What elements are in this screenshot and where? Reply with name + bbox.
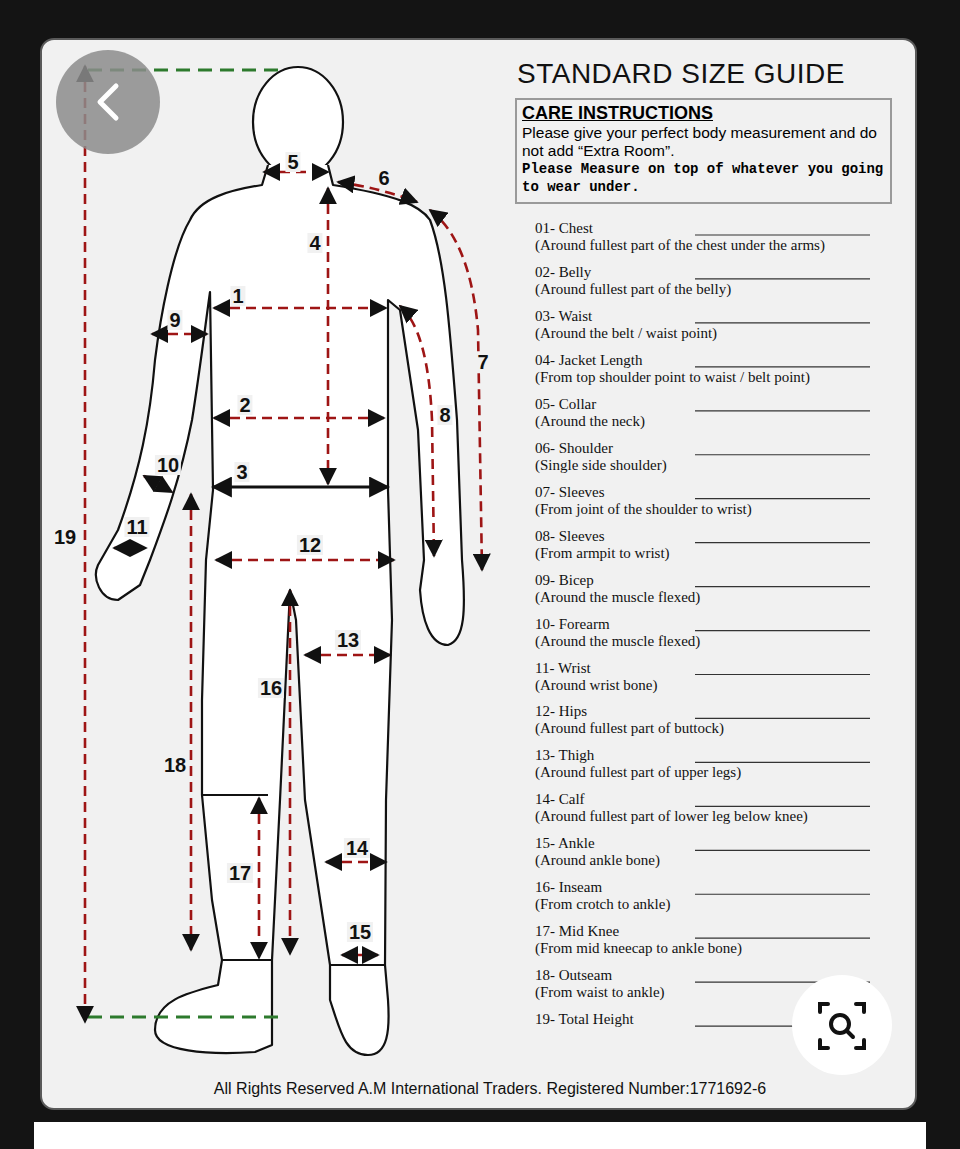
callout-number: 14 xyxy=(344,838,370,858)
measure-name: 17- Mid Knee xyxy=(535,923,619,940)
fill-in-line xyxy=(695,630,870,631)
callout-number: 11 xyxy=(124,517,149,537)
measure-note: (Around fullest part of the belly) xyxy=(535,281,731,298)
fill-in-line xyxy=(695,234,870,235)
measure-note: (Around wrist bone) xyxy=(535,677,657,694)
page-strip xyxy=(34,1122,926,1149)
measure-note: (From armpit to wrist) xyxy=(535,545,670,562)
fill-in-line xyxy=(695,410,870,411)
measure-name: 08- Sleeves xyxy=(535,528,605,545)
measure-note: (From mid kneecap to ankle bone) xyxy=(535,940,742,957)
fill-in-line xyxy=(695,586,870,587)
callout-number: 5 xyxy=(285,152,300,172)
fill-in-line xyxy=(695,894,870,895)
box-text: Please Measure on top of whatever you go… xyxy=(522,160,885,196)
measure-note: (Around fullest part of the chest under … xyxy=(535,237,825,254)
callout-number: 16 xyxy=(258,678,284,698)
callout-number: 15 xyxy=(347,922,373,942)
measure-name: 04- Jacket Length xyxy=(535,352,642,369)
fill-in-line xyxy=(695,278,870,279)
measure-name: 11- Wrist xyxy=(535,660,591,677)
callout-number: 10 xyxy=(155,455,181,475)
fill-in-line xyxy=(695,762,870,763)
measure-note: (Around ankle bone) xyxy=(535,852,660,869)
measure-name: 03- Waist xyxy=(535,308,592,325)
callout-number: 8 xyxy=(437,405,452,425)
measure-name: 12- Hips xyxy=(535,703,587,720)
fill-in-line xyxy=(695,454,870,455)
fill-in-line xyxy=(695,542,870,543)
callout-number: 3 xyxy=(234,462,249,482)
callout-number: 6 xyxy=(376,168,391,188)
fill-in-line xyxy=(695,674,870,675)
measure-note: (Around the muscle flexed) xyxy=(535,633,700,650)
fill-in-line xyxy=(695,366,870,367)
measure-name: 01- Chest xyxy=(535,220,593,237)
measure-name: 13- Thigh xyxy=(535,747,594,764)
page-title: STANDARD SIZE GUIDE xyxy=(517,58,845,90)
measure-name: 16- Inseam xyxy=(535,879,602,896)
callout-number: 2 xyxy=(237,395,252,415)
measure-name: 19- Total Height xyxy=(535,1011,634,1028)
callout-number: 7 xyxy=(475,352,490,372)
box-heading: CARE INSTRUCTIONS xyxy=(522,103,885,124)
fill-in-line xyxy=(695,806,870,807)
fill-in-line xyxy=(695,938,870,939)
measure-note: (Around the muscle flexed) xyxy=(535,589,700,606)
measure-name: 06- Shoulder xyxy=(535,440,613,457)
fill-in-line xyxy=(695,718,870,719)
measure-note: (From waist to ankle) xyxy=(535,984,665,1001)
measure-name: 09- Bicep xyxy=(535,572,594,589)
measure-note: (From crotch to ankle) xyxy=(535,896,670,913)
callout-number: 12 xyxy=(297,535,323,555)
measure-name: 15- Ankle xyxy=(535,835,595,852)
measure-note: (Single side shoulder) xyxy=(535,457,667,474)
measure-name: 02- Belly xyxy=(535,264,591,281)
measure-name: 05- Collar xyxy=(535,396,596,413)
callout-number: 13 xyxy=(335,630,361,650)
measure-note: (From joint of the shoulder to wrist) xyxy=(535,501,752,518)
callout-number: 1 xyxy=(230,286,245,306)
callout-number: 18 xyxy=(162,755,188,775)
measure-note: (Around fullest part of upper legs) xyxy=(535,764,741,781)
fill-in-line xyxy=(695,850,870,851)
callout-number: 9 xyxy=(167,310,182,330)
callout-number: 17 xyxy=(227,863,253,883)
measure-name: 14- Calf xyxy=(535,791,585,808)
callout-number: 19 xyxy=(52,527,78,547)
box-text: Please give your perfect body measuremen… xyxy=(522,124,885,160)
measure-name: 18- Outseam xyxy=(535,967,612,984)
instructions-box: CARE INSTRUCTIONSPlease give your perfec… xyxy=(515,98,892,204)
measure-name: 07- Sleeves xyxy=(535,484,605,501)
fill-in-line xyxy=(695,322,870,323)
measure-note: (Around the neck) xyxy=(535,413,645,430)
callout-number: 4 xyxy=(307,233,322,253)
measure-note: (Around fullest part of lower leg below … xyxy=(535,808,808,825)
measure-name: 10- Forearm xyxy=(535,616,610,633)
fill-in-line xyxy=(695,498,870,499)
measure-note: (Around the belt / waist point) xyxy=(535,325,717,342)
measure-note: (Around fullest part of buttock) xyxy=(535,720,724,737)
measure-note: (From top shoulder point to waist / belt… xyxy=(535,369,810,386)
copyright-note: All Rights Reserved A.M International Tr… xyxy=(214,1080,766,1098)
